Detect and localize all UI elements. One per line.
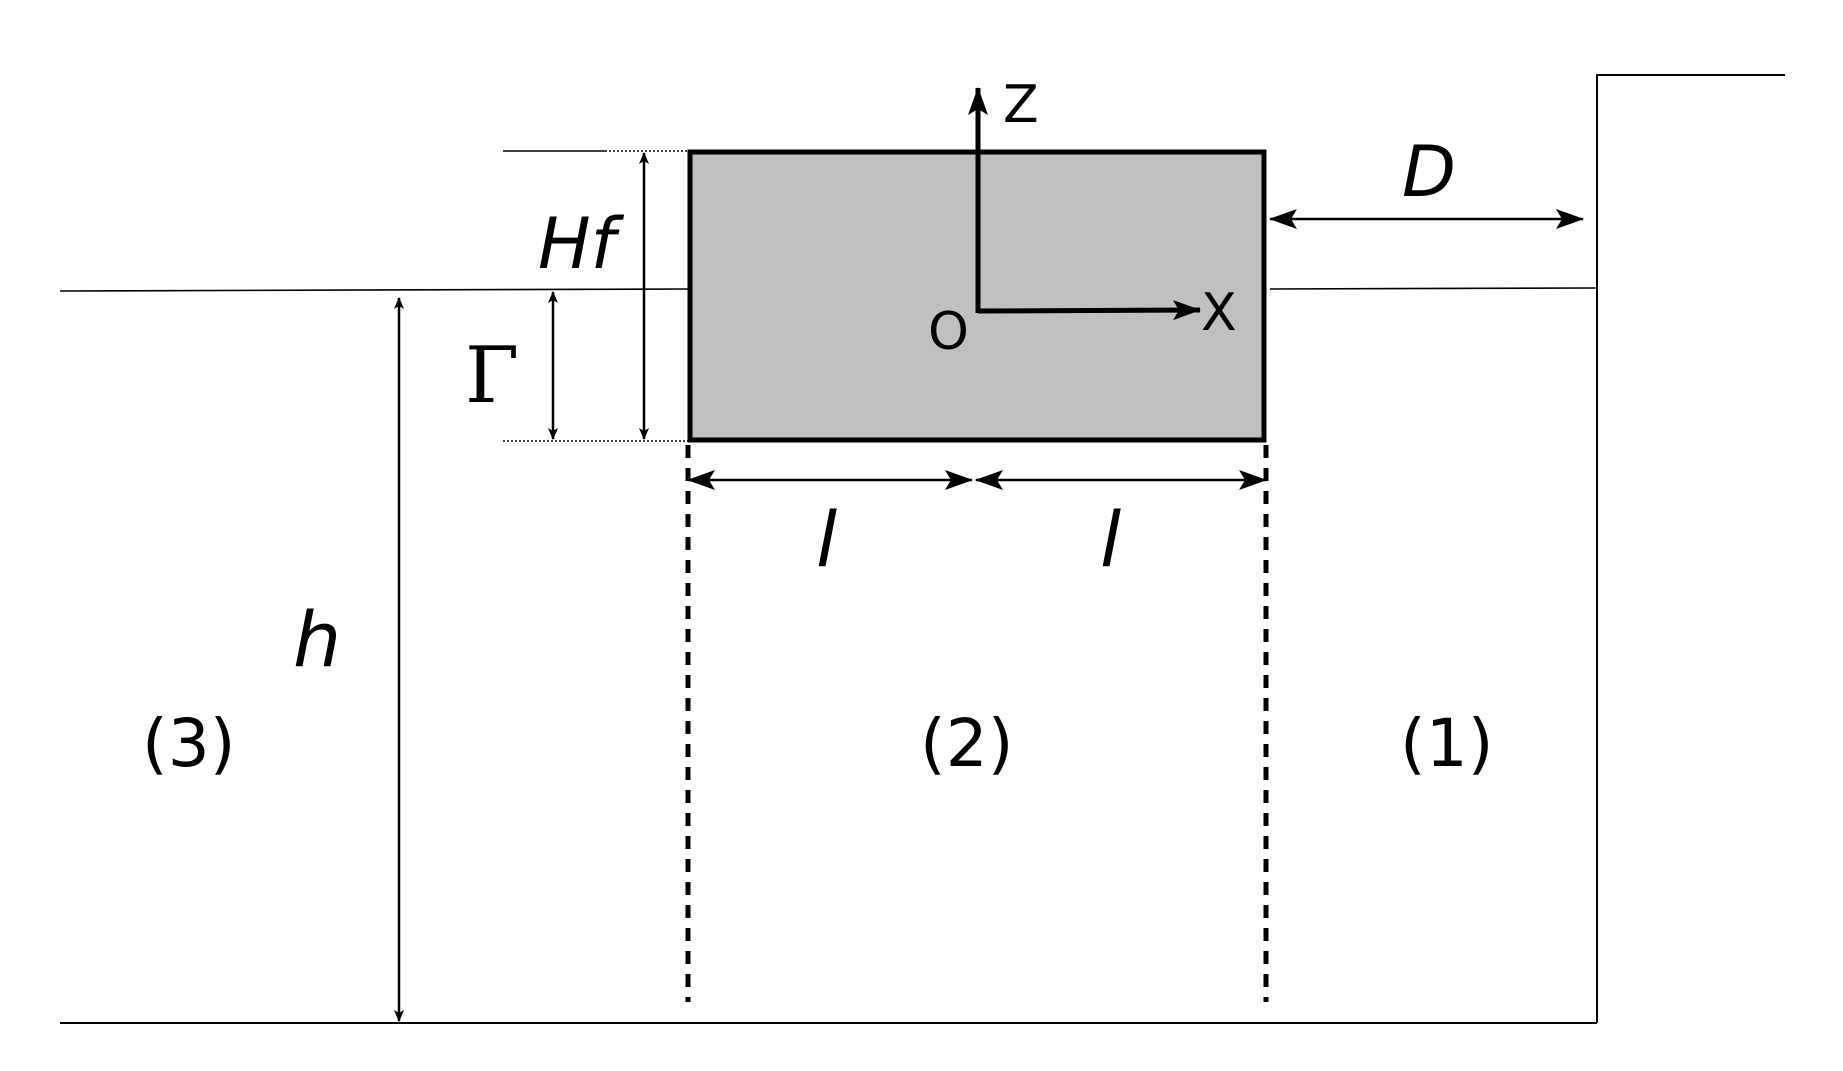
half-length-right-label: l [1100,495,1121,584]
quay-wall [1596,74,1785,1023]
half-length-left-label: l [816,495,837,584]
x-axis-arrow [977,300,1201,321]
free-surface-left [59,288,691,292]
draft-label: Γ [465,331,519,421]
z-axis-label: Z [1003,75,1039,135]
float-height-label: Hf [538,203,625,285]
x-axis-label: X [1201,283,1237,343]
origin-label: O [928,302,969,362]
region-1-label: (1) [1400,705,1494,782]
region-3-label: (3) [142,705,236,782]
region-2-label: (2) [920,705,1014,782]
free-surface-right [1269,287,1598,290]
depth-label: h [293,595,341,684]
gap-label: D [1402,131,1456,213]
